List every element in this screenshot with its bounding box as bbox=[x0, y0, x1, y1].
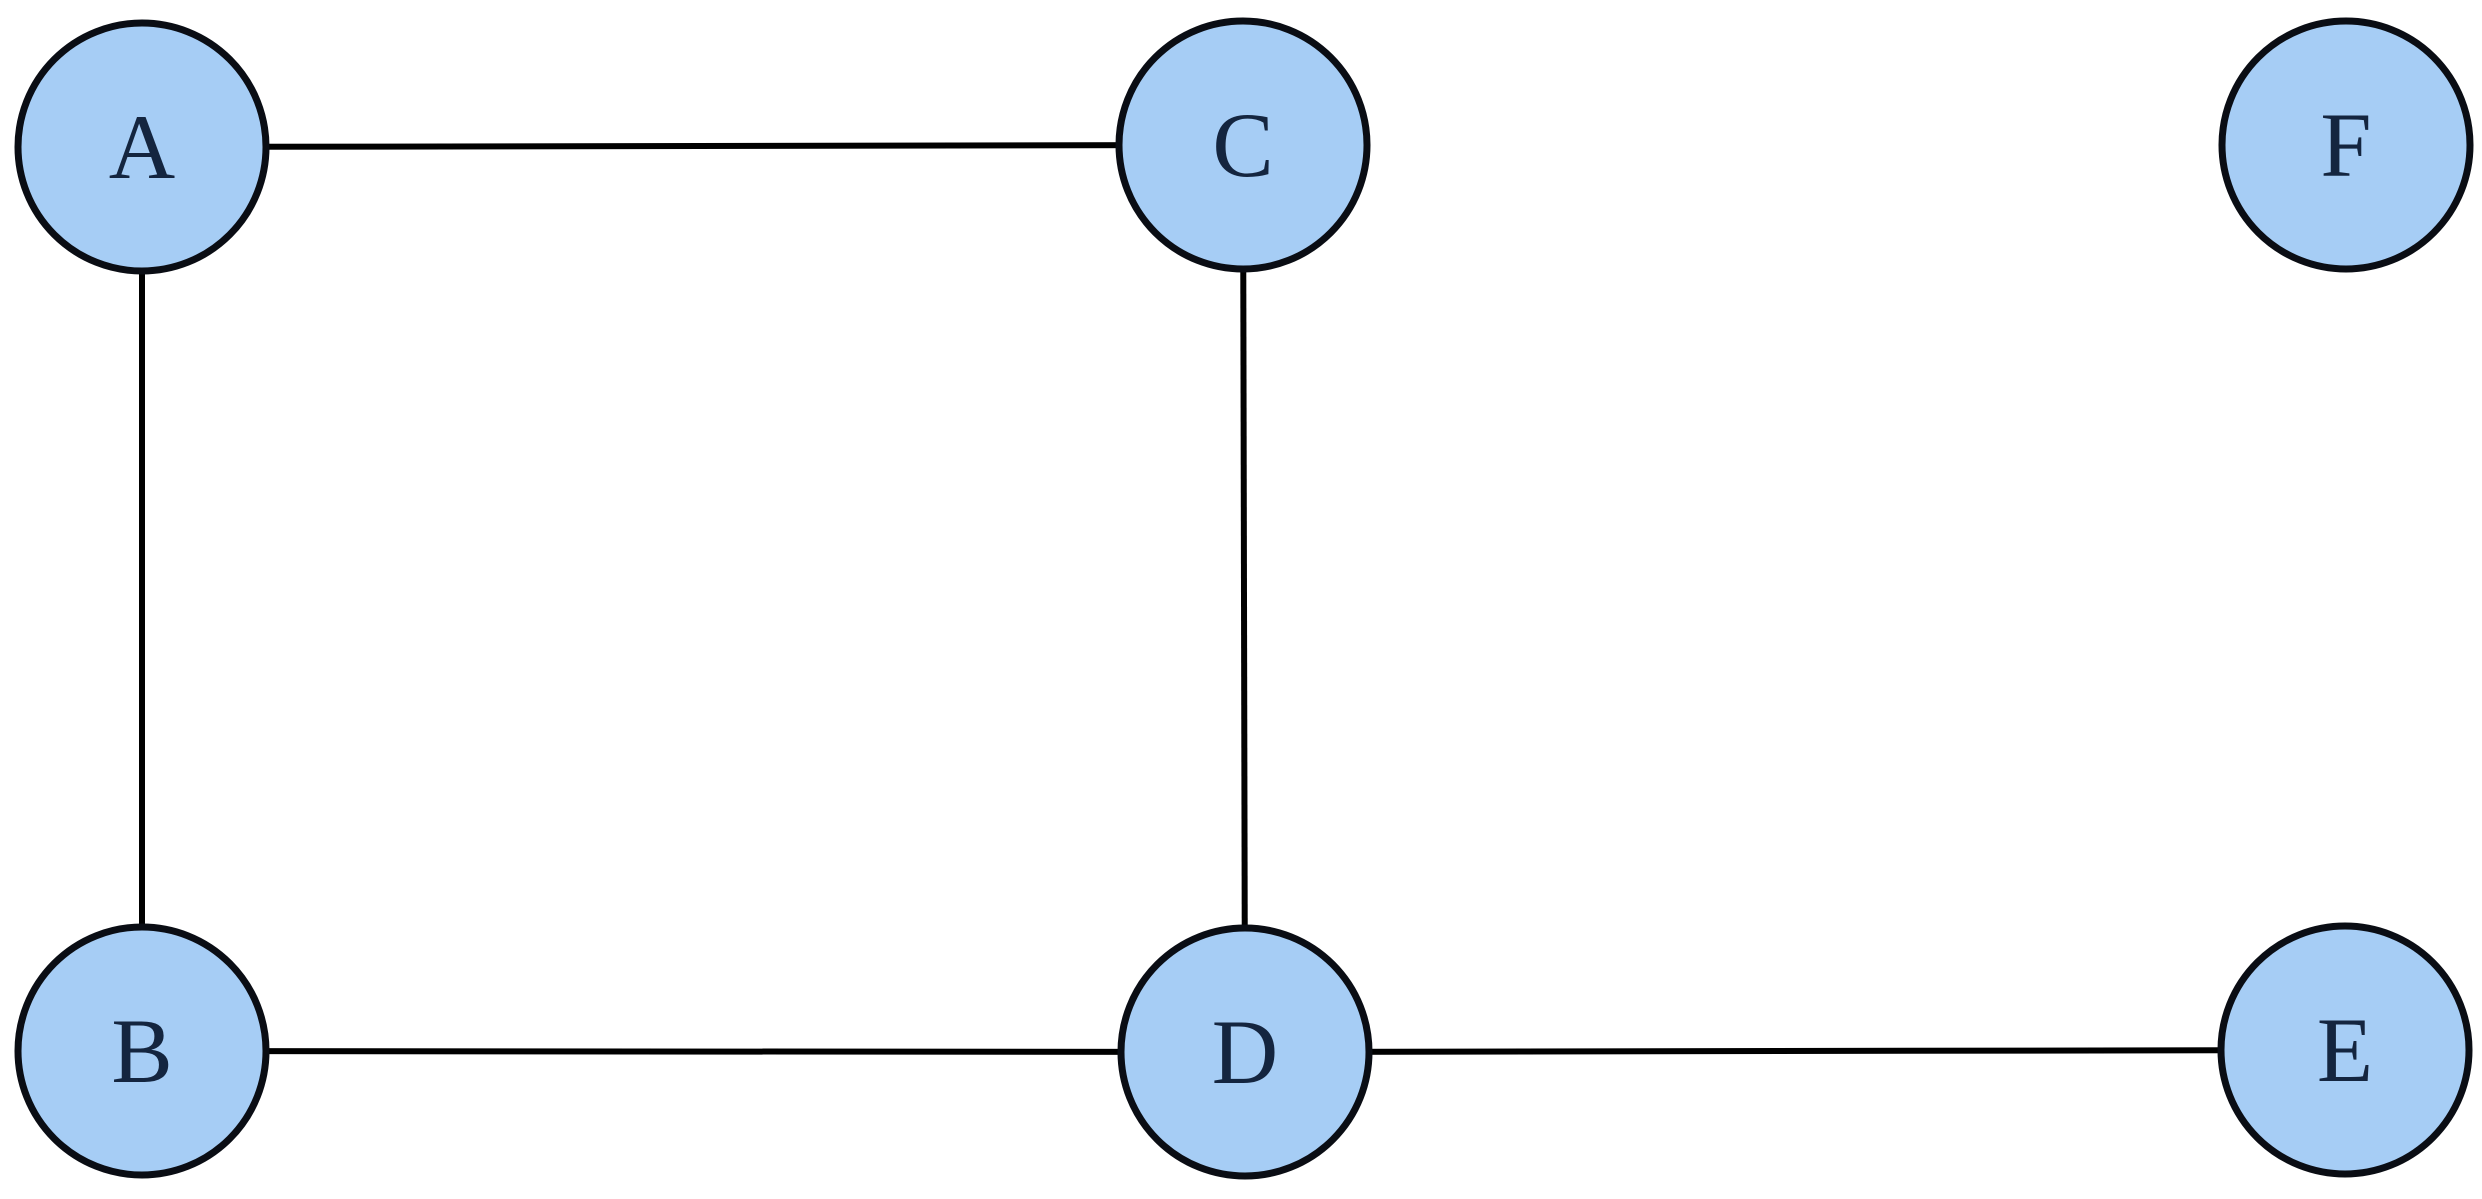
node-label-A: A bbox=[109, 96, 175, 198]
edge-A-C bbox=[141, 142, 1244, 150]
node-A: A bbox=[14, 19, 270, 275]
node-circle-C bbox=[1115, 17, 1371, 273]
node-circle-D bbox=[1117, 924, 1373, 1180]
node-circle-A bbox=[14, 19, 270, 275]
node-circle-B bbox=[14, 923, 270, 1179]
node-E: E bbox=[2217, 922, 2473, 1178]
node-circle-E bbox=[2217, 922, 2473, 1178]
node-D: D bbox=[1117, 924, 1373, 1180]
edge-D-E bbox=[1244, 1047, 2346, 1055]
node-label-F: F bbox=[2320, 94, 2371, 196]
node-circle-F bbox=[2218, 17, 2474, 273]
edge-C-D bbox=[1240, 144, 1248, 1053]
node-B: B bbox=[14, 923, 270, 1179]
node-label-C: C bbox=[1212, 94, 1273, 196]
node-F: F bbox=[2218, 17, 2474, 273]
node-label-E: E bbox=[2317, 999, 2373, 1101]
node-C: C bbox=[1115, 17, 1371, 273]
node-label-D: D bbox=[1212, 1001, 1278, 1103]
edge-B-D bbox=[141, 1048, 1246, 1055]
node-label-B: B bbox=[111, 1000, 172, 1102]
